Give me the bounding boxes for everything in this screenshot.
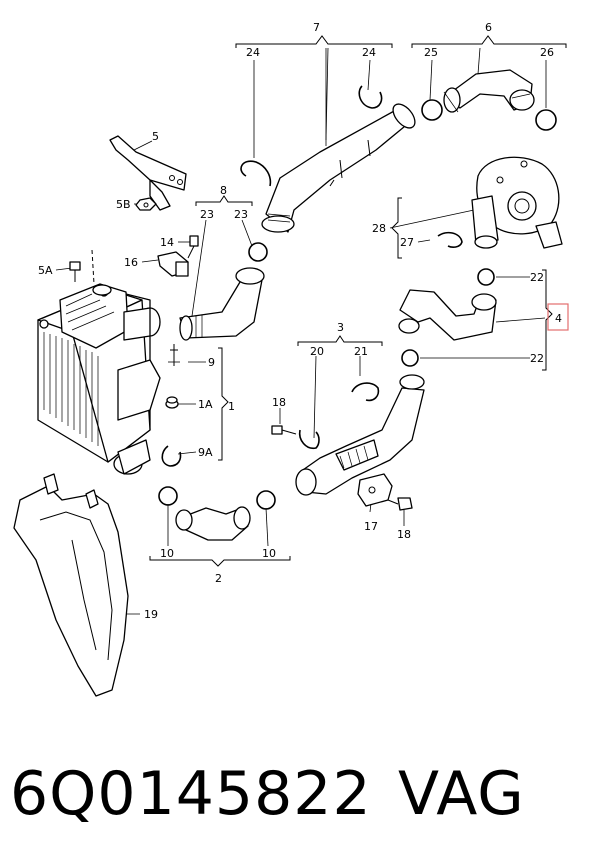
bracket-group-3: 3: [297, 321, 383, 346]
label-16: 16: [124, 256, 138, 269]
bracket-group-6: 6: [411, 21, 567, 48]
pipe-7: [261, 103, 416, 233]
label-26: 26: [540, 46, 554, 59]
bracket-group-8: 8: [195, 184, 253, 206]
label-10-left: 10: [160, 547, 174, 560]
label-2: 2: [215, 572, 222, 585]
bolt-18-left: [271, 425, 297, 435]
o-ring-10-left: [158, 486, 178, 506]
o-ring-22-lower: [401, 349, 419, 367]
sensor-16: [157, 251, 189, 277]
label-25: 25: [424, 46, 438, 59]
label-4: 4: [555, 312, 562, 325]
bracket-group-28: [391, 197, 402, 259]
label-17: 17: [364, 520, 378, 533]
label-19: 19: [144, 608, 158, 621]
label-23-left: 23: [200, 208, 214, 221]
label-3: 3: [337, 321, 344, 334]
clamp-20: [298, 429, 320, 450]
part-number: 6Q0145822: [10, 759, 372, 829]
label-24-left: 24: [246, 46, 260, 59]
label-9A: 9A: [198, 446, 213, 459]
clamp-9A: [161, 445, 182, 467]
bracket-group-1: [218, 347, 229, 461]
o-ring-10-right: [256, 490, 276, 510]
label-7: 7: [313, 21, 320, 34]
label-24-right: 24: [362, 46, 376, 59]
label-18-right: 18: [397, 528, 411, 541]
label-14: 14: [160, 236, 174, 249]
caption: 6Q0145822 VAG: [10, 758, 590, 838]
o-ring-22-upper: [477, 268, 495, 286]
label-21: 21: [354, 345, 368, 358]
air-duct-19: [13, 473, 129, 697]
label-22-upper: 22: [530, 271, 544, 284]
label-28: 28: [372, 222, 386, 235]
label-1: 1: [228, 400, 235, 413]
o-ring-26: [535, 109, 557, 131]
clamp-27: [437, 231, 463, 248]
brand: VAG: [398, 759, 525, 829]
callout-labels: 24 24 25 26 5 5B 5A 23 23 14 16 28 27 22…: [38, 46, 554, 621]
grommet-1A: [165, 396, 179, 409]
label-22-lower: 22: [530, 352, 544, 365]
label-6: 6: [485, 21, 492, 34]
label-1A: 1A: [198, 398, 213, 411]
bolt-5A: [69, 261, 81, 282]
parts-diagram: 7 6 8 3 2: [13, 21, 569, 697]
label-5A: 5A: [38, 264, 53, 277]
label-18-left: 18: [272, 396, 286, 409]
label-8: 8: [220, 184, 227, 197]
bracket-17: [357, 473, 393, 507]
label-5: 5: [152, 130, 159, 143]
bolt-14: [187, 235, 199, 259]
intercooler: [37, 283, 161, 475]
clamp-24-right: [358, 85, 383, 109]
pin-9: [170, 344, 178, 366]
o-ring-23: [248, 242, 268, 262]
bolt-18-right: [387, 497, 413, 511]
label-20: 20: [310, 345, 324, 358]
hose-6: [443, 69, 535, 113]
turbocharger: [471, 156, 563, 249]
label-9: 9: [208, 356, 215, 369]
clamp-21: [351, 382, 380, 402]
bracket-group-7: 7: [235, 21, 393, 48]
hose-8: [179, 267, 265, 341]
label-27: 27: [400, 236, 414, 249]
label-10-right: 10: [262, 547, 276, 560]
label-23-right: 23: [234, 208, 248, 221]
leader-lines: [55, 47, 547, 615]
rubber-mount: [91, 249, 112, 296]
highlight-callout-4: 4: [547, 303, 569, 331]
nut-5B: [135, 197, 157, 211]
clamp-24-left: [240, 160, 272, 187]
hose-4: [398, 289, 497, 341]
bracket-group-4: [542, 269, 553, 371]
o-ring-25: [421, 99, 443, 121]
label-5B: 5B: [116, 198, 131, 211]
bracket-group-2: 2: [149, 556, 291, 585]
hose-2: [175, 506, 251, 541]
pipe-3: [295, 374, 425, 496]
